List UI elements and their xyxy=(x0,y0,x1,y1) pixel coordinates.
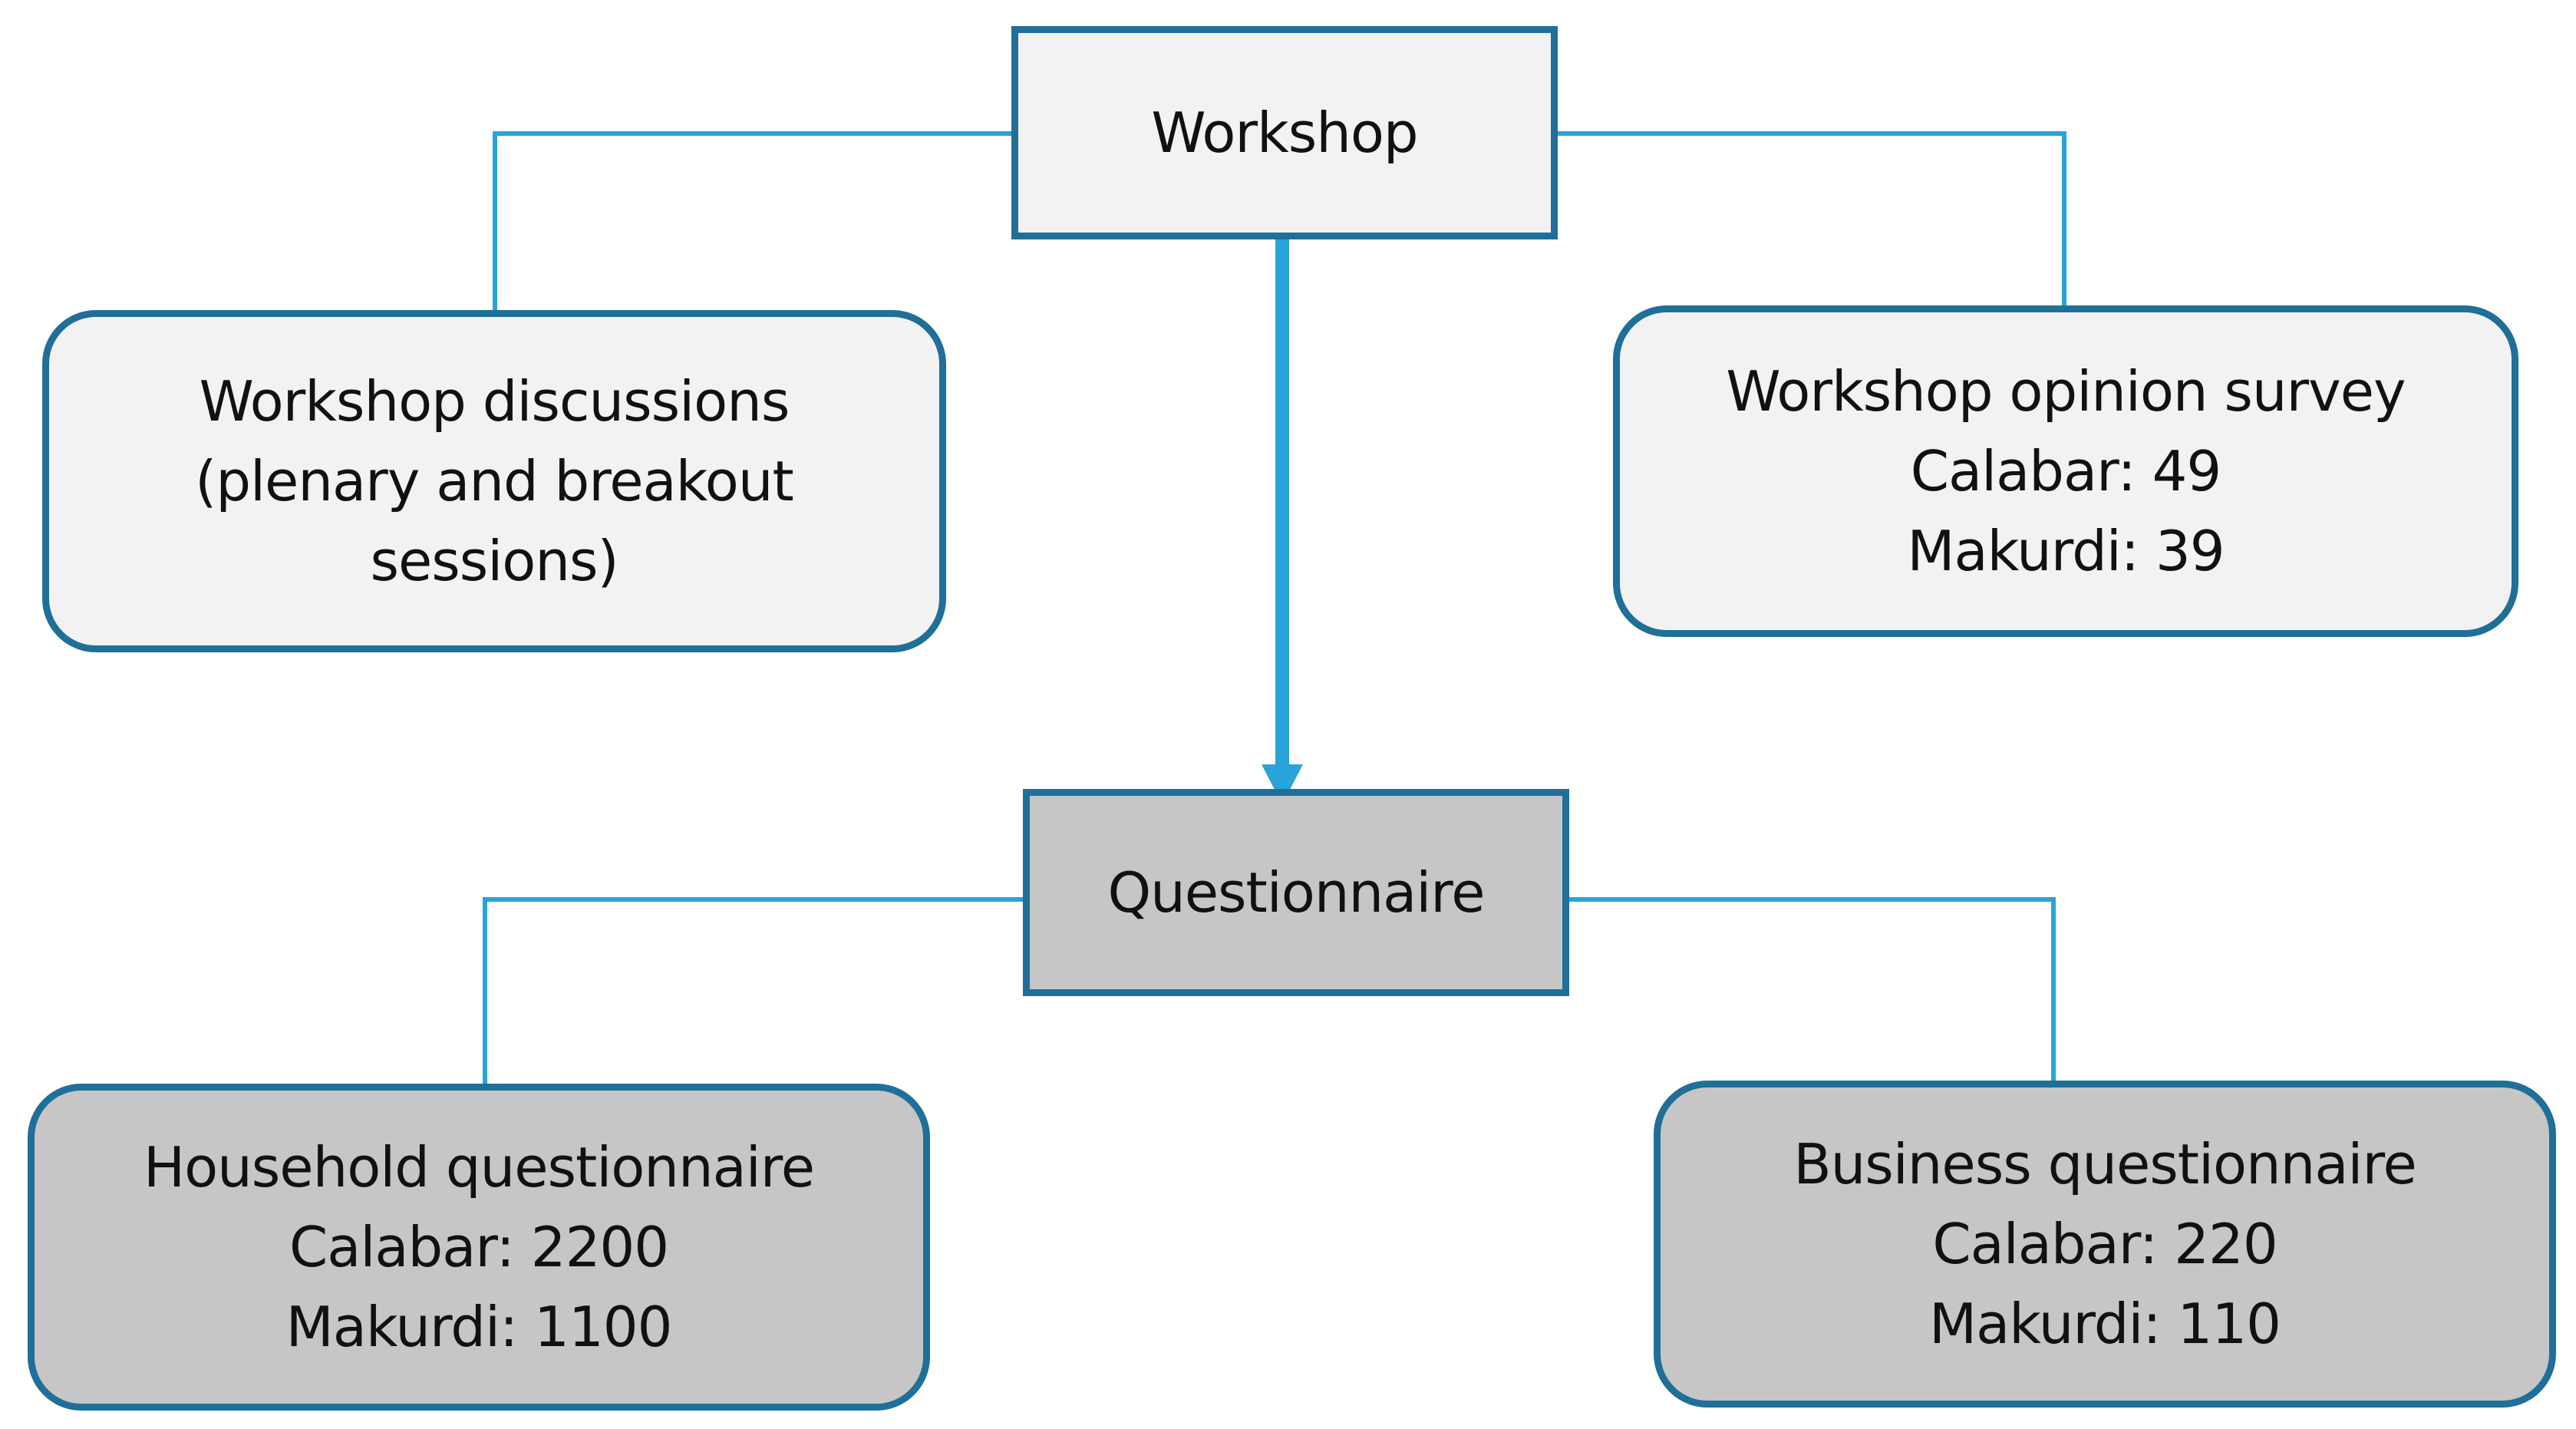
survey-makurdi: Makurdi: 39 xyxy=(1907,519,2225,583)
survey-title: Workshop opinion survey xyxy=(1726,359,2406,424)
workshop-discussions-box: Workshop discussions (plenary and breako… xyxy=(42,310,946,652)
questionnaire-title: Questionnaire xyxy=(1107,860,1485,925)
workshop-title: Workshop xyxy=(1151,101,1418,165)
discussions-line-1: Workshop discussions xyxy=(199,369,790,434)
workshop-opinion-survey-box: Workshop opinion survey Calabar: 49 Maku… xyxy=(1613,305,2518,637)
business-title: Business questionnaire xyxy=(1793,1132,2417,1196)
connector-workshop-to-discussions xyxy=(493,131,1011,310)
discussions-line-3: sessions) xyxy=(370,529,618,593)
connector-questionnaire-to-household xyxy=(483,897,1023,1084)
business-makurdi: Makurdi: 110 xyxy=(1929,1292,2281,1356)
household-calabar: Calabar: 2200 xyxy=(289,1215,669,1279)
workshop-box: Workshop xyxy=(1011,26,1558,239)
arrow-head-icon xyxy=(1262,764,1303,804)
survey-calabar: Calabar: 49 xyxy=(1910,439,2221,503)
connector-workshop-to-survey xyxy=(1558,131,2066,305)
questionnaire-box: Questionnaire xyxy=(1023,789,1569,996)
business-calabar: Calabar: 220 xyxy=(1932,1212,2278,1276)
connector-questionnaire-to-business xyxy=(1542,897,2056,1081)
household-makurdi: Makurdi: 1100 xyxy=(285,1295,673,1359)
discussions-line-2: (plenary and breakout xyxy=(195,449,793,513)
business-questionnaire-box: Business questionnaire Calabar: 220 Maku… xyxy=(1654,1081,2556,1408)
household-questionnaire-box: Household questionnaire Calabar: 2200 Ma… xyxy=(28,1084,930,1411)
household-title: Household questionnaire xyxy=(143,1135,815,1200)
